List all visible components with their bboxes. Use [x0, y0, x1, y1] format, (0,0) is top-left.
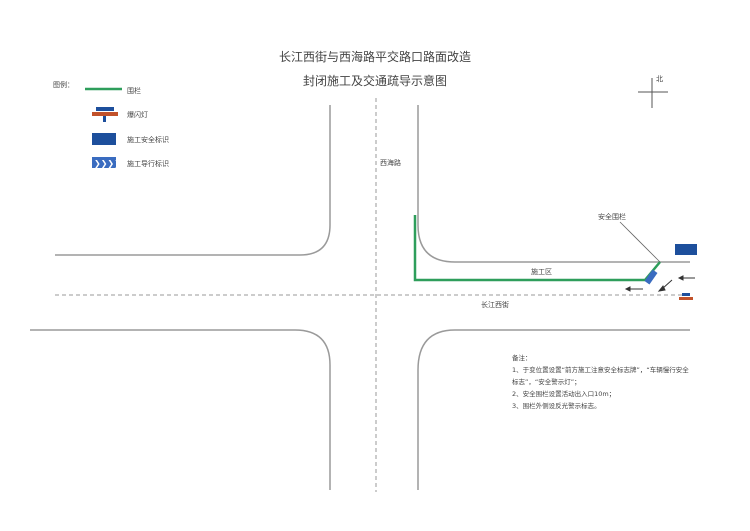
note-line: 3、围栏外侧设反光警示标志。 — [512, 402, 601, 410]
traffic-arrow-icon — [624, 275, 695, 292]
safety-sign-icon — [675, 244, 697, 255]
road-edge-ne — [417, 105, 690, 263]
note-line: 2、安全围栏设置活动出入口10m； — [512, 390, 616, 398]
legend-label-light: 爆闪灯 — [127, 111, 148, 119]
road-edge-se — [417, 329, 690, 490]
road-label-xihai: 西海路 — [380, 159, 401, 167]
guide-sign-icon: ❯❯❯❯ — [92, 157, 121, 168]
flash-light-icon — [679, 293, 693, 300]
safety-sign-icon — [92, 133, 116, 145]
road-edge-nw — [55, 105, 331, 256]
compass-icon — [638, 78, 668, 108]
legend-label-safety-sign: 施工安全标识 — [127, 136, 169, 144]
note-line: 标志”，“安全警示灯”； — [512, 378, 581, 386]
road-edge-sw — [30, 329, 331, 490]
title-line2: 封闭施工及交通疏导示意图 — [302, 74, 447, 88]
notes: 备注： 1、于变位置设置“前方施工注意安全标志牌”，“车辆慢行安全 标志”，“安… — [512, 352, 689, 412]
legend-label-fence: 围栏 — [127, 87, 141, 95]
work-zone-label: 施工区 — [531, 268, 552, 276]
flash-light-icon — [92, 107, 118, 122]
note-line: 1、于变位置设置“前方施工注意安全标志牌”，“车辆慢行安全 — [512, 366, 689, 374]
svg-text:❯❯❯❯: ❯❯❯❯ — [94, 159, 121, 168]
compass-north-label: 北 — [656, 75, 663, 83]
fence-leader-line — [619, 221, 661, 263]
title-line1: 长江西街与西海路平交路口路面改造 — [278, 50, 471, 64]
legend-label-guide-sign: 施工导行标识 — [127, 160, 169, 168]
fence-label: 安全围栏 — [598, 213, 626, 221]
legend-heading: 图例： — [53, 81, 74, 89]
guide-sign-icon — [644, 269, 658, 285]
notes-heading: 备注： — [512, 354, 532, 362]
road-label-changjiang: 长江西街 — [481, 301, 509, 309]
